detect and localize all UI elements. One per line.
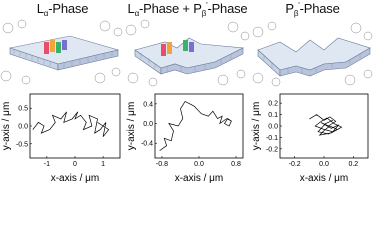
rippled-bilayer-membrane-illustration xyxy=(125,19,250,87)
y-tick-label: -0.2 xyxy=(266,146,278,153)
rippled-gel-bilayer-membrane-illustration xyxy=(252,21,373,87)
y-tick-label: 0.4 xyxy=(143,101,153,108)
phase-title: Lα-Phase + Pβ'-Phase xyxy=(127,1,248,18)
panel-lalpha: Lα-Phase -1 xyxy=(0,0,125,189)
tick-labels: -0.2 0.0 0.2 0.2 0.1 0.0 -0.1 -0.2 xyxy=(266,101,358,168)
x-tick-label: 0 xyxy=(73,161,77,168)
x-tick-label: 0.0 xyxy=(319,161,329,168)
trajectory-line xyxy=(159,100,232,151)
y-tick-label: -0.5 xyxy=(16,141,28,148)
trajectory-plot: -0.8 0.0 0.8 0.4 0.0 -0.4 x-axis / μm y-axis … xyxy=(126,93,244,184)
y-tick-label: 0.2 xyxy=(268,101,278,108)
y-tick-label: 0.5 xyxy=(18,106,28,113)
plot-frame xyxy=(154,93,244,159)
flat-bilayer-membrane-illustration xyxy=(0,19,123,85)
trajectory-line xyxy=(309,114,343,136)
tick-labels: -1 0 1 0.5 0.0 -0.5 xyxy=(16,106,105,168)
x-axis-label: x-axis / μm xyxy=(175,173,224,184)
trajectory-plot: -1 0 1 0.5 0.0 -0.5 x-axis / μm y-axis / μm xyxy=(1,93,121,184)
x-tick-label: -0.8 xyxy=(156,161,168,168)
x-tick-label: 0.2 xyxy=(348,161,358,168)
x-tick-label: 1 xyxy=(101,161,105,168)
y-tick-label: -0.4 xyxy=(141,141,153,148)
trajectory-line xyxy=(32,111,110,137)
membrane-phase-figure: Lα-Phase -1 xyxy=(0,0,375,189)
y-tick-label: 0.0 xyxy=(18,124,28,131)
y-tick-label: 0.0 xyxy=(268,124,278,131)
x-tick-label: -1 xyxy=(44,161,50,168)
y-axis-label: y-axis / μm xyxy=(1,102,12,151)
y-tick-label: 0.1 xyxy=(268,112,278,119)
y-tick-label: 0.0 xyxy=(143,121,153,128)
y-axis-label: y-axis / μm xyxy=(251,102,262,151)
x-axis-label: x-axis / μm xyxy=(51,173,100,184)
plot-frame xyxy=(279,93,369,159)
tick-labels: -0.8 0.0 0.8 0.4 0.0 -0.4 xyxy=(141,101,241,168)
x-tick-label: 0.8 xyxy=(231,161,241,168)
y-axis-label: y-axis / μm xyxy=(126,102,137,151)
phase-title: Lα-Phase xyxy=(36,1,89,18)
x-axis-label: x-axis / μm xyxy=(300,173,349,184)
panel-pbeta: Pβ'-Phase -0.2 0.0 0.2 0.2 0.1 0.0 -0.1 -0.2 x-… xyxy=(250,0,375,189)
y-tick-label: -0.1 xyxy=(266,135,278,142)
x-tick-label: 0.0 xyxy=(194,161,204,168)
phase-title: Pβ'-Phase xyxy=(285,1,340,18)
x-tick-label: -0.2 xyxy=(289,161,301,168)
